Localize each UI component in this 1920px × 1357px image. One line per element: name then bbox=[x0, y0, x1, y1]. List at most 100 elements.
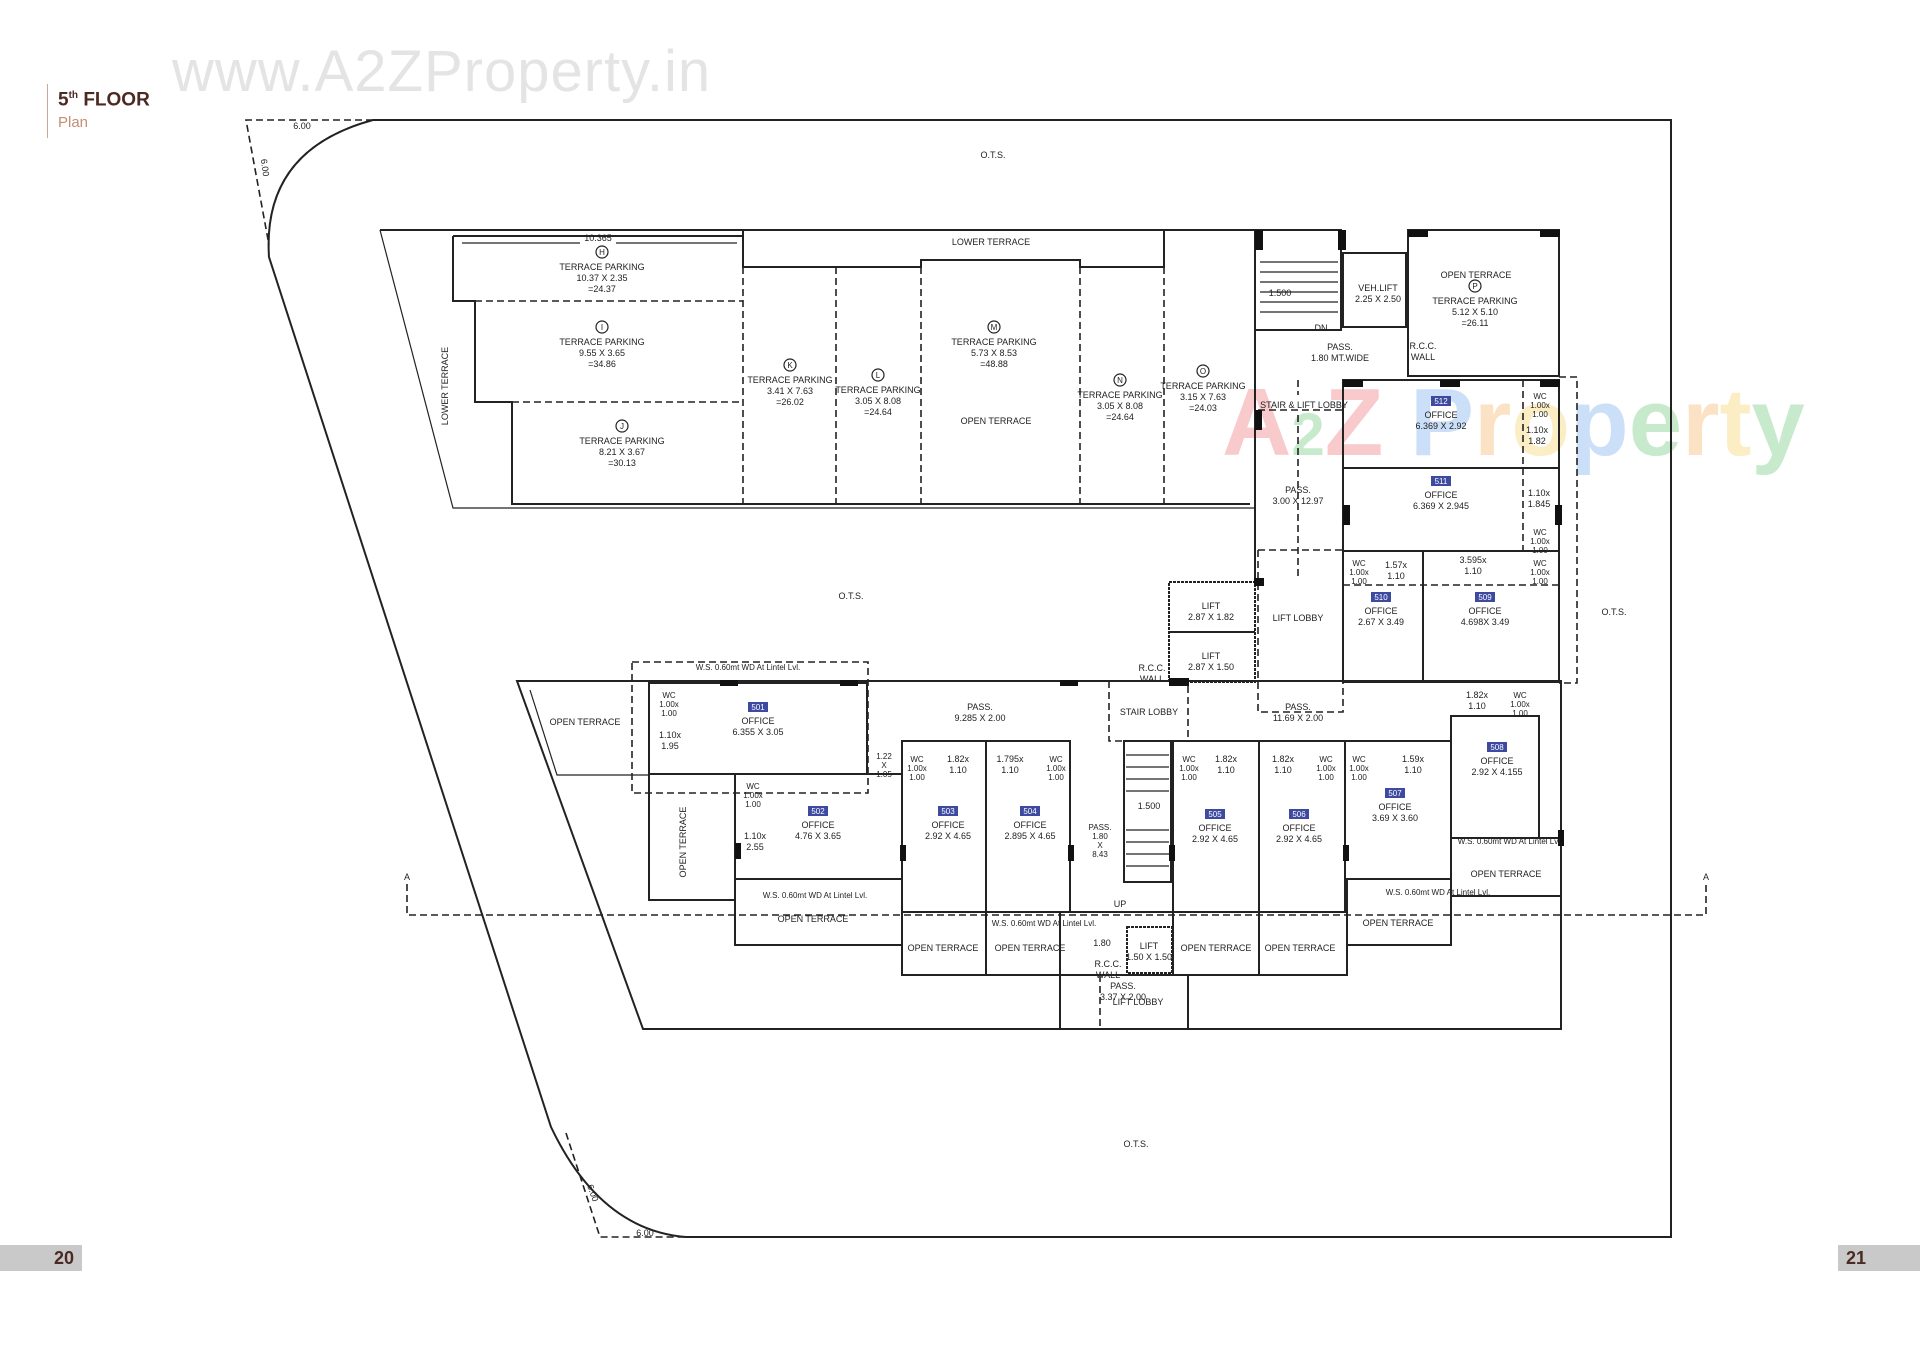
office-number-badge bbox=[1431, 476, 1451, 486]
room-label-line: 1.10 bbox=[1001, 765, 1019, 775]
office-number-badge bbox=[1385, 788, 1405, 798]
room-label-line: 2.895 X 4.65 bbox=[1004, 831, 1055, 841]
room-label-line: 3.595x bbox=[1459, 555, 1487, 565]
room-label-line: 1.10x bbox=[1528, 488, 1551, 498]
room-label-line: LIFT bbox=[1202, 651, 1221, 661]
room-label-line: 1.795x bbox=[996, 754, 1024, 764]
room-label-line: OPEN TERRACE bbox=[778, 914, 849, 924]
room-label: W.S. 0.60mt WD At Lintel Lvl. bbox=[1458, 837, 1562, 846]
room-label-line: OFFICE bbox=[1014, 820, 1047, 830]
parking-tag: K bbox=[787, 361, 793, 370]
dimension-top: 6.00 bbox=[293, 121, 311, 131]
room-label-line: 1.00x bbox=[1349, 568, 1369, 577]
room-label: PASS.3.00 X 12.97 bbox=[1272, 485, 1323, 506]
room-label-line: 3.37 X 2.00 bbox=[1100, 992, 1146, 1002]
room-label-line: =34.86 bbox=[588, 359, 616, 369]
parking-tag-circle bbox=[595, 320, 609, 334]
room-label-line: OPEN TERRACE bbox=[1471, 869, 1542, 879]
room-label-line: 2.92 X 4.65 bbox=[1276, 834, 1322, 844]
room-label-line: 1.00x bbox=[743, 791, 763, 800]
room-label: O.T.S. bbox=[1601, 607, 1626, 617]
parking-tag-circle bbox=[1196, 364, 1210, 378]
parking-tag-circle bbox=[595, 245, 609, 259]
parking-tag: N bbox=[1117, 376, 1123, 385]
room-label-line: 1.00x bbox=[1510, 700, 1530, 709]
room-label-line: OFFICE bbox=[1425, 490, 1458, 500]
room-label-line: =30.13 bbox=[608, 458, 636, 468]
watermark-brand: A2Z Property bbox=[1222, 369, 1805, 476]
room-label-line: =24.64 bbox=[1106, 412, 1134, 422]
room-label-line: WALL bbox=[1411, 352, 1435, 362]
room-label-line: 1.00 bbox=[661, 709, 677, 718]
room-label-line: 2.25 X 2.50 bbox=[1355, 294, 1401, 304]
office-number-badge bbox=[1487, 742, 1507, 752]
room-label: OPEN TERRACE bbox=[1441, 270, 1512, 280]
room-label-line: O.T.S. bbox=[838, 591, 863, 601]
room-label-line: W.S. 0.60mt WD At Lintel Lvl. bbox=[992, 919, 1096, 928]
room-label-line: WC bbox=[910, 755, 924, 764]
room-label-line: OFFICE bbox=[1365, 606, 1398, 616]
office-number: 503 bbox=[941, 807, 955, 816]
room-label-line: VEH.LIFT bbox=[1358, 283, 1398, 293]
office-number-badge bbox=[808, 806, 828, 816]
room-label-line: R.C.C. bbox=[1410, 341, 1437, 351]
page-number-right: 21 bbox=[1838, 1245, 1920, 1271]
room-label-line: WC bbox=[746, 782, 760, 791]
room-label-line: 1.82x bbox=[1466, 690, 1489, 700]
room-label-line: 4.698X 3.49 bbox=[1461, 617, 1510, 627]
office-number: 506 bbox=[1292, 810, 1306, 819]
section-line-a: A A bbox=[404, 872, 1709, 916]
room-label-line: R.C.C. bbox=[1139, 663, 1166, 673]
parking-tag: J bbox=[620, 422, 624, 431]
room-label-line: 1.00 bbox=[1048, 773, 1064, 782]
room-label-line: W.S. 0.60mt WD At Lintel Lvl. bbox=[696, 663, 800, 672]
room-label: OPEN TERRACE bbox=[1471, 869, 1542, 879]
room-label-line: W.S. 0.60mt WD At Lintel Lvl. bbox=[1458, 837, 1562, 846]
room-label-line: 1.00x bbox=[1316, 764, 1336, 773]
parking-tag: M bbox=[991, 323, 998, 332]
room-label-line: STAIR & LIFT LOBBY bbox=[1260, 400, 1348, 410]
room-label-line: 11.69 X 2.00 bbox=[1273, 713, 1323, 723]
room-label-line: 4.76 X 3.65 bbox=[795, 831, 841, 841]
office-number: 508 bbox=[1490, 743, 1504, 752]
room-label-line: 3.05 X 8.08 bbox=[1097, 401, 1143, 411]
room-label: PASS.9.285 X 2.00 bbox=[954, 702, 1005, 723]
room-label-line: 10.37 X 2.35 bbox=[576, 273, 627, 283]
room-label-line: LOWER TERRACE bbox=[952, 237, 1030, 247]
room-label-line: PASS. bbox=[1110, 981, 1136, 991]
room-label-line: 1.845 bbox=[1528, 499, 1551, 509]
parking-tag: H bbox=[599, 248, 605, 257]
office-number: 502 bbox=[811, 807, 825, 816]
room-label-line: 1.82 bbox=[1528, 436, 1546, 446]
room-label: 1.500 bbox=[1269, 288, 1292, 298]
room-label-line: WC bbox=[1533, 528, 1547, 537]
room-label-line: TERRACE PARKING bbox=[1432, 296, 1517, 306]
room-label-line: 1.00x bbox=[1530, 537, 1550, 546]
office-number-badge bbox=[1371, 592, 1391, 602]
room-label-line: X bbox=[1097, 841, 1103, 850]
room-label: OPEN TERRACE bbox=[1181, 943, 1252, 953]
room-label: PASS.11.69 X 2.00 bbox=[1273, 702, 1323, 723]
room-label-line: 6.369 X 2.945 bbox=[1413, 501, 1469, 511]
room-label-line: PASS. bbox=[1327, 342, 1353, 352]
parking-tag-circle bbox=[987, 320, 1001, 334]
room-label-line: 2.92 X 4.65 bbox=[1192, 834, 1238, 844]
room-label-line: DN bbox=[1315, 323, 1328, 333]
room-label: W.S. 0.60mt WD At Lintel Lvl. bbox=[992, 919, 1096, 928]
room-label-line: 1.82x bbox=[1272, 754, 1295, 764]
